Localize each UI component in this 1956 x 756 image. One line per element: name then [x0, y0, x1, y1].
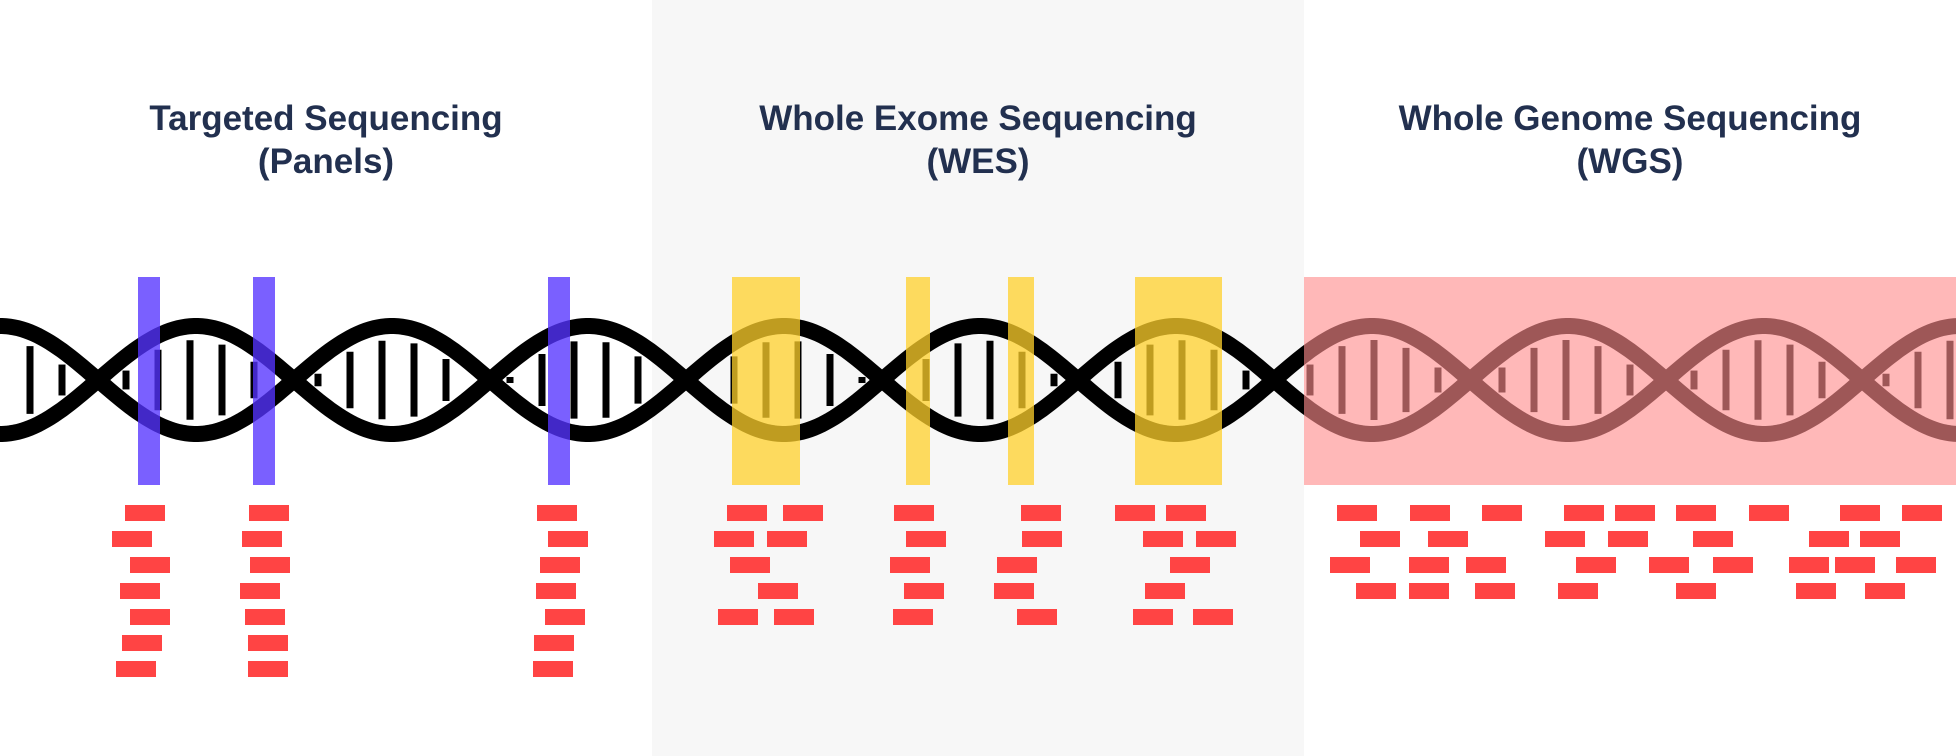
sequence-read: [1133, 609, 1173, 625]
sequence-read: [540, 557, 580, 573]
sequence-read: [767, 531, 807, 547]
wgs-title-line2: (WGS): [1577, 142, 1684, 181]
sequence-read: [533, 661, 573, 677]
section-title-wes: Whole Exome Sequencing (WES): [759, 99, 1197, 181]
sequence-read: [1840, 505, 1880, 521]
sequence-read: [1896, 557, 1936, 573]
genome-highlight: [1304, 277, 1956, 485]
sequence-read: [904, 583, 944, 599]
sequence-read: [1428, 531, 1468, 547]
wes-title-line2: (WES): [926, 142, 1029, 181]
sequence-read: [893, 609, 933, 625]
sequence-read: [122, 635, 162, 651]
sequence-read: [890, 557, 930, 573]
sequence-read: [1409, 557, 1449, 573]
sequence-read: [1410, 505, 1450, 521]
sequence-read: [1356, 583, 1396, 599]
sequence-read: [120, 583, 160, 599]
sequence-read: [1196, 531, 1236, 547]
sequence-read: [545, 609, 585, 625]
sequence-read: [1022, 531, 1062, 547]
sequence-read: [116, 661, 156, 677]
sequence-read: [125, 505, 165, 521]
sequence-read: [1564, 505, 1604, 521]
sequence-read: [783, 505, 823, 521]
wgs-title-line1: Whole Genome Sequencing: [1399, 99, 1862, 138]
sequence-read: [1865, 583, 1905, 599]
sequence-read: [906, 531, 946, 547]
sequence-read: [1482, 505, 1522, 521]
sequence-read: [1193, 609, 1233, 625]
sequence-read: [774, 609, 814, 625]
sequence-read: [1809, 531, 1849, 547]
sequence-read: [1170, 557, 1210, 573]
sequence-read: [1166, 505, 1206, 521]
sequence-read: [130, 557, 170, 573]
sequence-read: [548, 531, 588, 547]
wes-title-line1: Whole Exome Sequencing: [759, 99, 1197, 138]
sequence-read: [1902, 505, 1942, 521]
sequence-read: [1676, 583, 1716, 599]
sequence-read: [130, 609, 170, 625]
sequence-read: [1558, 583, 1598, 599]
sequence-read: [1017, 609, 1057, 625]
sequence-read: [240, 583, 280, 599]
section-title-panels: Targeted Sequencing (Panels): [149, 99, 502, 181]
sequence-read: [249, 505, 289, 521]
sequence-read: [1576, 557, 1616, 573]
sequence-read: [248, 661, 288, 677]
sequence-read: [994, 583, 1034, 599]
sequence-read: [1608, 531, 1648, 547]
sequence-read: [997, 557, 1037, 573]
sequence-read: [1337, 505, 1377, 521]
sequence-read: [250, 557, 290, 573]
sequence-read: [714, 531, 754, 547]
sequence-read: [718, 609, 758, 625]
sequence-read: [537, 505, 577, 521]
sequence-read: [758, 583, 798, 599]
exome-highlight: [1135, 277, 1222, 485]
sequence-read: [1615, 505, 1655, 521]
section-title-wgs: Whole Genome Sequencing (WGS): [1399, 99, 1862, 181]
sequence-read: [1693, 531, 1733, 547]
sequence-read: [1749, 505, 1789, 521]
sequence-read: [1360, 531, 1400, 547]
sequence-read: [727, 505, 767, 521]
sequence-read: [1115, 505, 1155, 521]
panel-target-highlight: [138, 277, 160, 485]
sequence-read: [1649, 557, 1689, 573]
sequence-read: [248, 635, 288, 651]
sequence-read: [536, 583, 576, 599]
sequence-read: [1835, 557, 1875, 573]
sequence-read: [1676, 505, 1716, 521]
sequence-read: [1860, 531, 1900, 547]
sequence-read: [1789, 557, 1829, 573]
panel-target-highlight: [548, 277, 570, 485]
sequence-read: [730, 557, 770, 573]
sequence-read: [1143, 531, 1183, 547]
sequence-read: [1545, 531, 1585, 547]
panels-title-line2: (Panels): [258, 142, 394, 181]
sequence-read: [1796, 583, 1836, 599]
sequence-read: [1475, 583, 1515, 599]
sequence-read: [245, 609, 285, 625]
panels-title-line1: Targeted Sequencing: [149, 99, 502, 138]
sequence-read: [1330, 557, 1370, 573]
sequence-read: [1713, 557, 1753, 573]
panel-target-highlight: [253, 277, 275, 485]
sequence-read: [1466, 557, 1506, 573]
exome-highlight: [906, 277, 930, 485]
exome-highlight: [1008, 277, 1034, 485]
sequence-read: [894, 505, 934, 521]
sequence-read: [1409, 583, 1449, 599]
sequence-read: [112, 531, 152, 547]
sequencing-reads: [112, 505, 1942, 677]
sequence-read: [534, 635, 574, 651]
exome-highlight: [732, 277, 800, 485]
sequence-read: [1145, 583, 1185, 599]
sequence-read: [242, 531, 282, 547]
coverage-highlights: [138, 277, 1956, 485]
sequence-read: [1021, 505, 1061, 521]
